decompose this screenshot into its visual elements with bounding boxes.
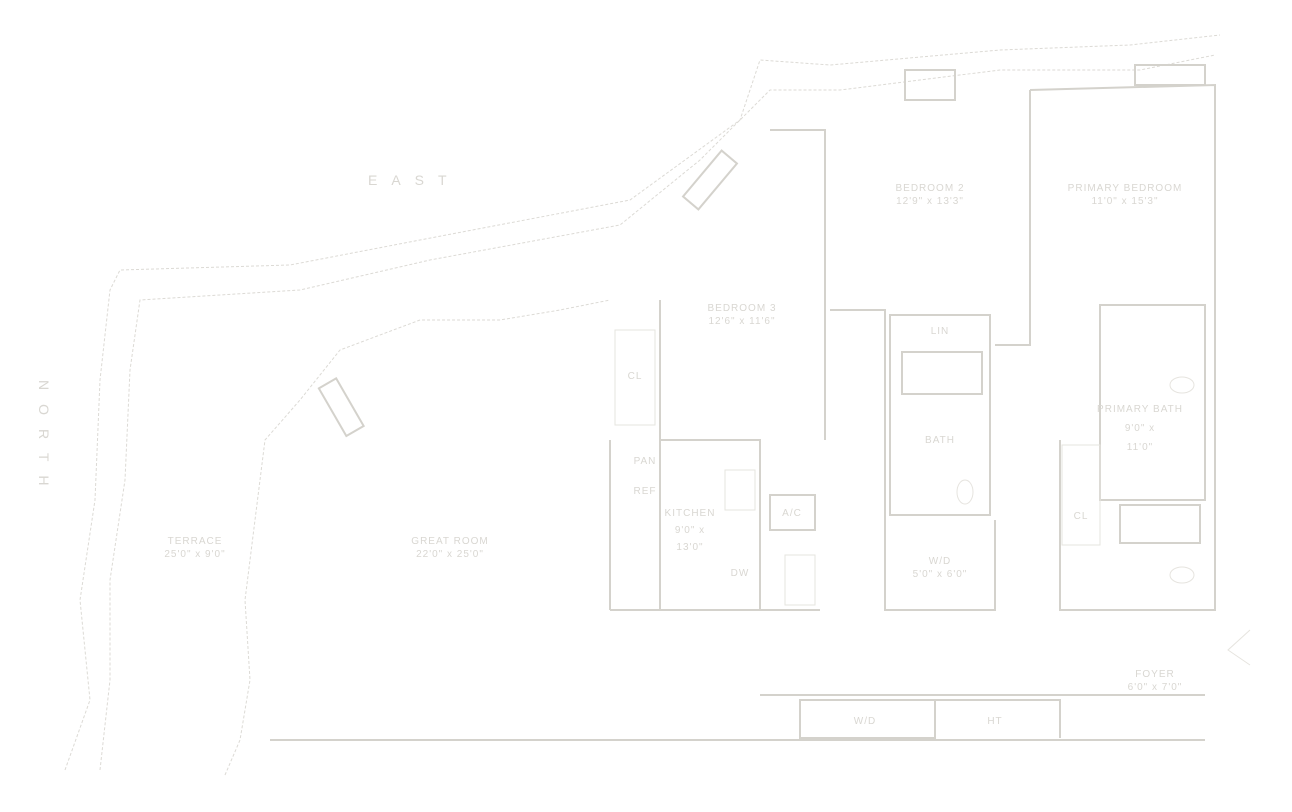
wall [1099,304,1206,501]
compass-north: NORTH [36,380,52,500]
bathtub [901,351,983,395]
closet [614,329,656,426]
pantry-label: PAN [633,456,657,467]
exterior-wall [64,34,1221,771]
window-frame [681,149,739,211]
wall [760,694,1205,739]
toilet [956,479,974,505]
toilet [1169,566,1195,584]
wall [770,129,996,611]
closet [1061,444,1101,546]
compass-east: EAST [368,172,461,188]
ht-label: HT [987,716,1003,727]
toilet [1169,376,1195,394]
closet-label: CL [627,371,643,382]
wall [995,83,1216,611]
wall [609,300,820,611]
entry-arrow [1227,629,1251,666]
wd-closet-label: W/D [853,716,877,727]
lin-label: LIN [930,326,950,337]
closet-label: CL [1073,511,1089,522]
dw-label: DW [730,568,750,579]
range-label: A/C [782,508,802,519]
window-frame [904,69,956,101]
window-frame [317,376,366,438]
sink [724,469,756,511]
terrace-rail [224,299,611,776]
bathtub [1119,504,1201,544]
wall [889,314,991,516]
exterior-wall-inner [99,54,1216,771]
range [769,494,816,531]
ref-label: REF [633,486,657,497]
room-label-bath: BATH [925,435,955,446]
dishwasher [784,554,816,606]
window-frame [1134,64,1206,86]
